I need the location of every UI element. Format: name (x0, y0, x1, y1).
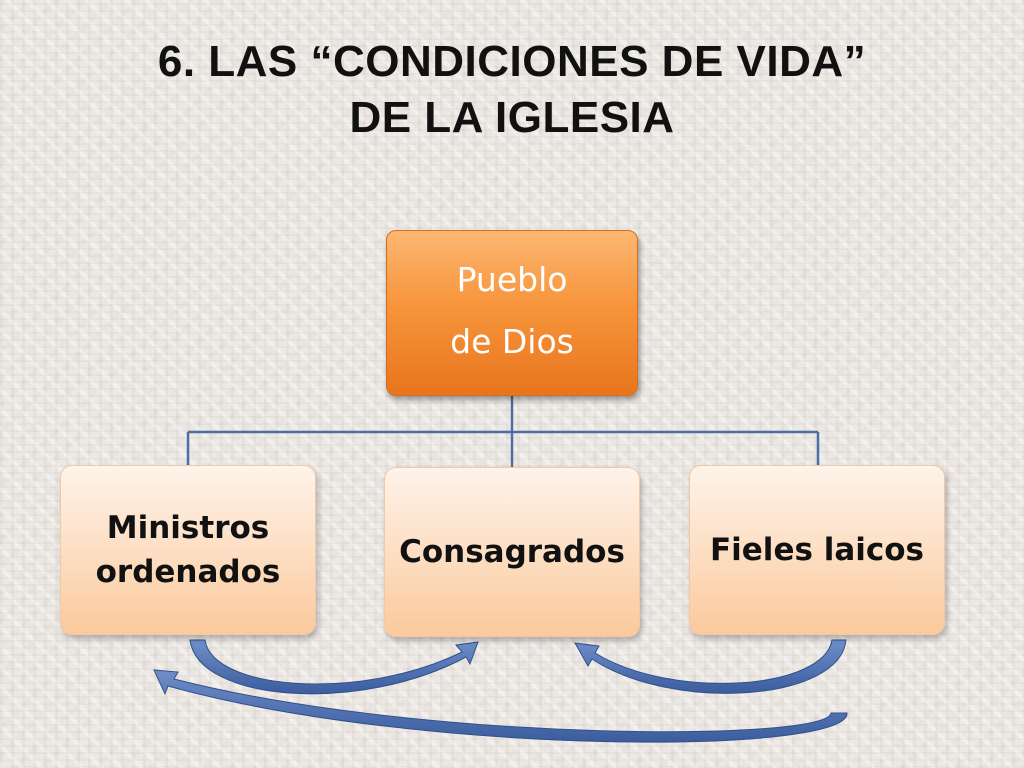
node-pueblo-de-dios-line-2: de Dios (450, 322, 574, 361)
node-ministros-line-2: ordenados (95, 554, 281, 590)
arrow-fieles-to-ministros (153, 669, 848, 743)
node-fieles-laicos-label: Fieles laicos (709, 532, 925, 568)
node-consagrados: Consagrados (384, 467, 640, 637)
node-pueblo-de-dios: Pueblo de Dios (386, 230, 638, 396)
title-line-1: 6. LAS “CONDICIONES DE VIDA” (157, 37, 867, 86)
arrow-ministros-to-consagrados (189, 639, 479, 695)
node-ministros-line-1: Ministros (106, 510, 270, 546)
node-pueblo-de-dios-line-1: Pueblo (456, 260, 568, 299)
slide-title: 6. LAS “CONDICIONES DE VIDA” DE LA IGLES… (0, 34, 1024, 146)
title-line-2: DE LA IGLESIA (349, 93, 675, 142)
node-ministros-ordenados: Ministros ordenados (60, 465, 316, 635)
node-consagrados-label: Consagrados (399, 534, 625, 570)
arrow-fieles-to-consagrados (574, 639, 847, 694)
org-chart-lines (186, 396, 820, 467)
node-fieles-laicos: Fieles laicos (689, 465, 945, 635)
relationship-arrows (153, 639, 848, 743)
